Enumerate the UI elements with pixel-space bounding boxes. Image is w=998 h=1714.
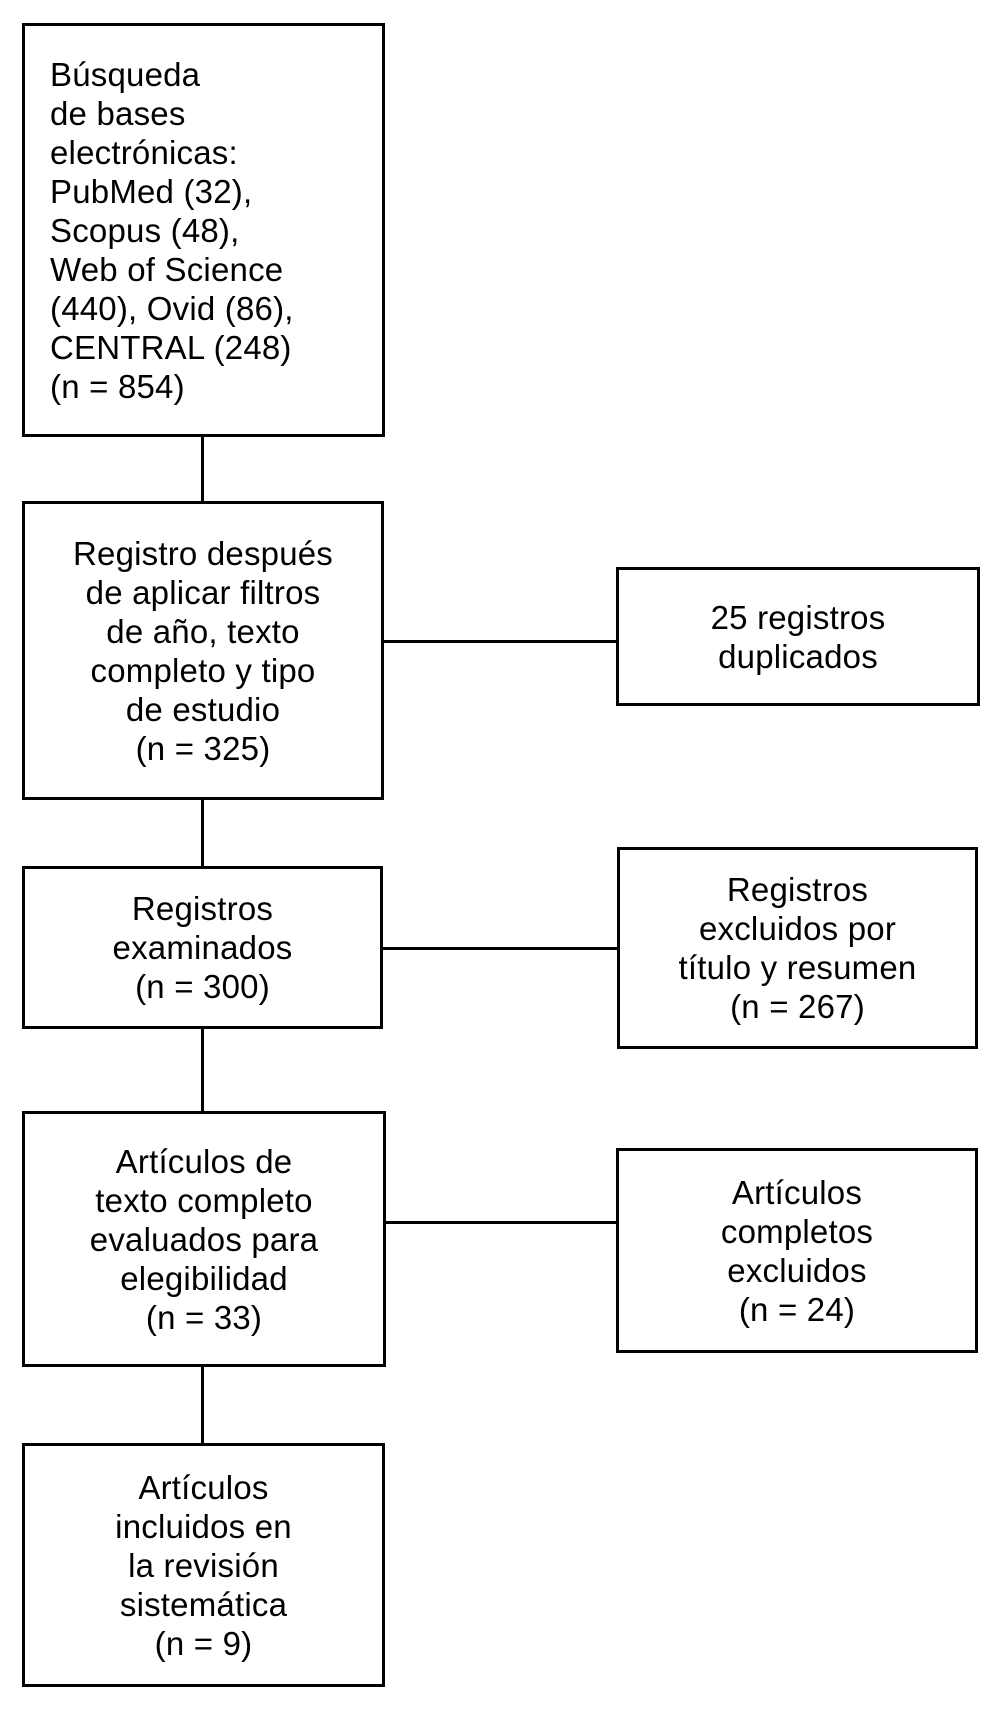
box-included-articles-text: Artículos incluidos en la revisión siste… — [115, 1468, 292, 1662]
box-records-screened-text: Registros examinados (n = 300) — [112, 890, 293, 1005]
connector-search-to-filtered — [201, 437, 204, 501]
box-database-search-text: Búsqueda de bases electrónicas: PubMed (… — [50, 55, 294, 405]
box-records-screened: Registros examinados (n = 300) — [22, 866, 383, 1029]
box-excluded-title-abstract: Registros excluidos por título y resumen… — [617, 847, 978, 1049]
connector-screened-to-fulltext — [201, 1029, 204, 1111]
connector-filtered-to-duplicates — [384, 640, 616, 643]
connector-filtered-to-screened — [201, 800, 204, 866]
box-duplicate-records-text: 25 registros duplicados — [710, 598, 886, 675]
box-fulltext-assessed: Artículos de texto completo evaluados pa… — [22, 1111, 386, 1367]
box-records-after-filters: Registro después de aplicar filtros de a… — [22, 501, 384, 800]
box-included-articles: Artículos incluidos en la revisión siste… — [22, 1443, 385, 1687]
box-fulltext-assessed-text: Artículos de texto completo evaluados pa… — [89, 1142, 319, 1336]
connector-fulltext-to-included — [201, 1367, 204, 1443]
connector-screened-to-excluded — [383, 947, 617, 950]
box-excluded-fulltext: Artículos completos excluidos (n = 24) — [616, 1148, 978, 1353]
box-database-search: Búsqueda de bases electrónicas: PubMed (… — [22, 23, 385, 437]
connector-fulltext-to-excluded — [386, 1221, 616, 1224]
box-duplicate-records: 25 registros duplicados — [616, 567, 980, 706]
box-records-after-filters-text: Registro después de aplicar filtros de a… — [72, 534, 333, 767]
box-excluded-title-abstract-text: Registros excluidos por título y resumen… — [678, 871, 917, 1025]
box-excluded-fulltext-text: Artículos completos excluidos (n = 24) — [720, 1173, 874, 1328]
